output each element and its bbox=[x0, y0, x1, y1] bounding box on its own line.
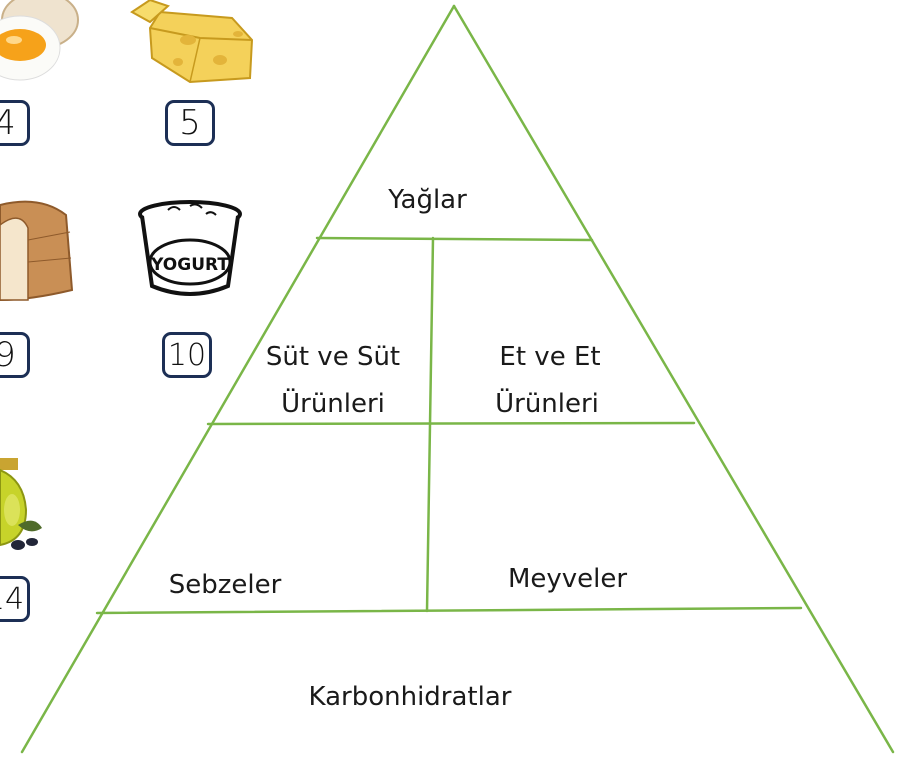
number-box-4: 4 bbox=[0, 100, 30, 146]
pyramid-divider-top bbox=[315, 236, 594, 242]
egg-image bbox=[0, 0, 79, 81]
pyramid-divider-bottom bbox=[95, 606, 803, 615]
olive-oil-image bbox=[0, 458, 42, 550]
yogurt-label: YOGURT bbox=[150, 255, 229, 275]
label-meat-line1: Et ve Et bbox=[499, 342, 601, 372]
pyramid-right-edge bbox=[452, 4, 895, 754]
label-dairy-line1: Süt ve Süt bbox=[265, 342, 401, 372]
number-box-9: 9 bbox=[0, 332, 30, 378]
label-carbohydrates: Karbonhidratlar bbox=[308, 682, 512, 712]
label-dairy-line2: Ürünleri bbox=[281, 389, 385, 419]
number-box-14: 14 bbox=[0, 576, 30, 622]
label-meat-line2: Ürünleri bbox=[495, 389, 599, 419]
pyramid-left-edge bbox=[20, 4, 456, 754]
bread-image bbox=[0, 200, 74, 302]
cheese-image bbox=[130, 0, 254, 84]
number-box-10: 10 bbox=[162, 332, 212, 378]
number-box-5: 5 bbox=[165, 100, 215, 146]
yogurt-image: YOGURT bbox=[138, 200, 242, 296]
label-fats: Yağlar bbox=[388, 185, 467, 215]
label-fruits: Meyveler bbox=[507, 564, 628, 594]
pyramid-divider-middle bbox=[206, 421, 696, 426]
pyramid-divider-vertical bbox=[425, 236, 435, 613]
label-vegetables: Sebzeler bbox=[168, 570, 282, 600]
